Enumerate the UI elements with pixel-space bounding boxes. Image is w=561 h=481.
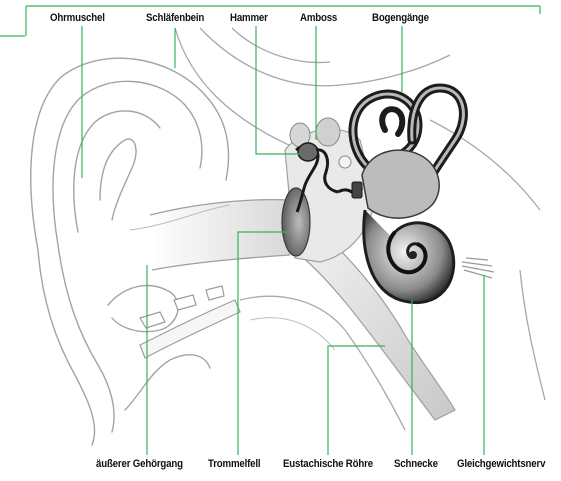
label-ohrmuschel: Ohrmuschel [50,12,105,25]
vestibule [362,150,439,218]
cochlea [364,210,454,303]
label-eustachische: Eustachische Röhre [283,458,373,471]
label-amboss: Amboss [300,12,337,25]
bone-chambers [140,286,240,358]
label-schlaefenbein: Schläfenbein [146,12,204,25]
nerve [462,258,494,278]
label-schnecke: Schnecke [394,458,438,471]
ear-canal [130,200,290,270]
label-gehoergang: äußerer Gehörgang [96,458,183,471]
leader-eustachische [328,346,385,455]
eardrum-shape [282,188,310,256]
label-bogengaenge: Bogengänge [372,12,429,25]
label-gleichgewichtsnerv: Gleichgewichtsnerv [457,458,545,471]
label-trommelfell: Trommelfell [208,458,260,471]
label-hammer: Hammer [230,12,268,25]
leader-trommelfell [238,232,290,455]
